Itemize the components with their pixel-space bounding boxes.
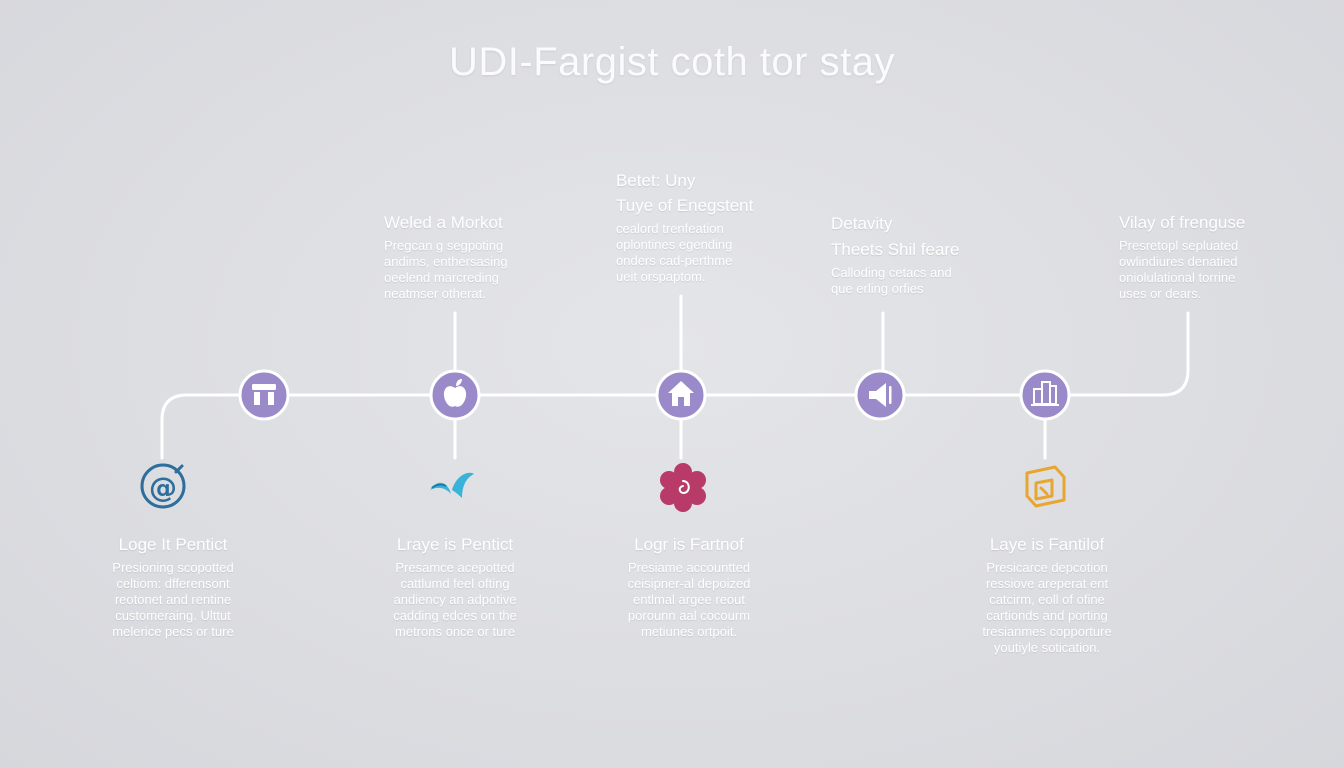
text-line: celtiom: dfferensont bbox=[116, 576, 230, 591]
text-line: Pregcan g segpoting bbox=[384, 238, 504, 253]
bottom-block-3: Logr is Fartnof Presiame accountted ceis… bbox=[608, 534, 770, 640]
bottom-block-1: Loge It Pentict Presioning scopotted cel… bbox=[92, 534, 254, 640]
text-line: tresianmes copporture bbox=[982, 624, 1112, 639]
node-building bbox=[1019, 369, 1071, 421]
text-line: entlmal argee reout bbox=[632, 592, 745, 607]
text-line: metiunes ortpoit. bbox=[640, 624, 738, 639]
top-block-4: Vilay of frenguse Presretopl sepluated o… bbox=[1119, 212, 1245, 302]
bottom-block-2-body: Presamce acepotted cattlumd feel ofting … bbox=[374, 560, 536, 640]
page-title: UDI-Fargist coth tor stay bbox=[449, 40, 895, 84]
bottom-block-1-body: Presioning scopotted celtiom: dfferenson… bbox=[92, 560, 254, 640]
bottom-block-2-heading: Lraye is Pentict bbox=[396, 535, 514, 554]
bottom-block-4-heading: Laye is Fantilof bbox=[989, 535, 1105, 554]
apple-icon bbox=[443, 379, 467, 407]
node-layout bbox=[238, 369, 290, 421]
node-house bbox=[655, 369, 707, 421]
top-block-4-body: Presretopl sepluated owlindiures denatie… bbox=[1119, 238, 1245, 302]
bottom-block-1-heading: Loge It Pentict bbox=[118, 535, 228, 554]
at-sign-icon: @ bbox=[140, 463, 186, 509]
text-line: cartionds and porting bbox=[986, 608, 1108, 623]
top-block-1-heading: Weled a Morkot bbox=[384, 213, 503, 232]
top-block-3: Detavity Theets Shil feare Calloding cet… bbox=[831, 213, 960, 297]
top-block-4-heading: Vilay of frenguse bbox=[1119, 213, 1246, 232]
top-block-1-body: Pregcan g segpoting andims, enthersasing… bbox=[384, 238, 508, 302]
text-line: ressiove areperat ent bbox=[985, 576, 1109, 591]
text-line: onders cad-perthme bbox=[616, 253, 733, 268]
flower-icon bbox=[660, 463, 706, 512]
top-block-3-subheading: Theets Shil feare bbox=[831, 240, 960, 259]
text-line: que erling orfies bbox=[831, 281, 924, 296]
house-icon bbox=[668, 381, 694, 406]
megaphone-icon bbox=[869, 383, 892, 407]
bottom-block-3-heading: Logr is Fartnof bbox=[634, 535, 744, 554]
text-line: Calloding cetacs and bbox=[831, 265, 952, 280]
text-line: cadding edces on the bbox=[393, 608, 517, 623]
top-block-3-body: Calloding cetacs and que erling orfies bbox=[831, 265, 960, 297]
bottom-block-2: Lraye is Pentict Presamce acepotted catt… bbox=[374, 534, 536, 640]
text-line: uses or dears. bbox=[1119, 286, 1202, 301]
node-megaphone bbox=[854, 369, 906, 421]
node-apple bbox=[429, 369, 481, 421]
top-block-2-heading: Tuye of Enegstent bbox=[616, 196, 754, 215]
building-icon bbox=[1031, 381, 1059, 406]
cube-icon bbox=[1025, 465, 1066, 508]
top-block-2-preheading: Betet: Uny bbox=[616, 171, 696, 190]
bottom-block-3-body: Presiame accountted ceisipner-al depoize… bbox=[608, 560, 770, 640]
text-line: cealord trenfeation bbox=[616, 221, 724, 236]
text-line: metrons once or ture bbox=[395, 624, 515, 639]
bottom-block-4-body: Presicarce depcotion ressiove areperat e… bbox=[966, 560, 1128, 656]
svg-text:@: @ bbox=[149, 471, 177, 504]
text-line: oniolulational torrine bbox=[1119, 270, 1236, 285]
layout-icon bbox=[252, 384, 276, 405]
top-block-3-heading: Detavity bbox=[831, 214, 893, 233]
text-line: ceisipner-al depoized bbox=[627, 576, 751, 591]
top-block-1: Weled a Morkot Pregcan g segpoting andim… bbox=[384, 212, 508, 302]
text-line: andims, enthersasing bbox=[384, 254, 508, 269]
top-block-2-body: cealord trenfeation oplontines egending … bbox=[616, 221, 753, 285]
bottom-block-4: Laye is Fantilof Presicarce depcotion re… bbox=[966, 534, 1128, 656]
text-line: reotonet and rentine bbox=[114, 592, 232, 607]
text-line: owlindiures denatied bbox=[1119, 254, 1238, 269]
text-line: ueit orspaptom. bbox=[616, 269, 706, 284]
text-line: melerice pecs or ture bbox=[112, 624, 234, 639]
text-line: catcirm, eoll of ofine bbox=[989, 592, 1105, 607]
text-line: Presamce acepotted bbox=[395, 560, 515, 575]
text-line: Presicarce depcotion bbox=[986, 560, 1108, 575]
text-line: customeraing. Ulttut bbox=[115, 608, 231, 623]
text-line: Presretopl sepluated bbox=[1119, 238, 1239, 253]
text-line: oeelend marcreding bbox=[384, 270, 499, 285]
text-line: cattlumd feel ofting bbox=[400, 576, 510, 591]
text-line: youtiyle sotication. bbox=[993, 640, 1101, 655]
top-block-2: Betet: Uny Tuye of Enegstent cealord tre… bbox=[616, 170, 753, 285]
bird-icon bbox=[430, 472, 474, 498]
text-line: Presioning scopotted bbox=[112, 560, 234, 575]
text-line: Presiame accountted bbox=[627, 560, 751, 575]
text-line: andiency an adpotive bbox=[393, 592, 517, 607]
text-line: porounn aal cocourm bbox=[627, 608, 751, 623]
text-line: oplontines egending bbox=[616, 237, 733, 252]
text-line: neatmser otherat. bbox=[384, 286, 486, 301]
